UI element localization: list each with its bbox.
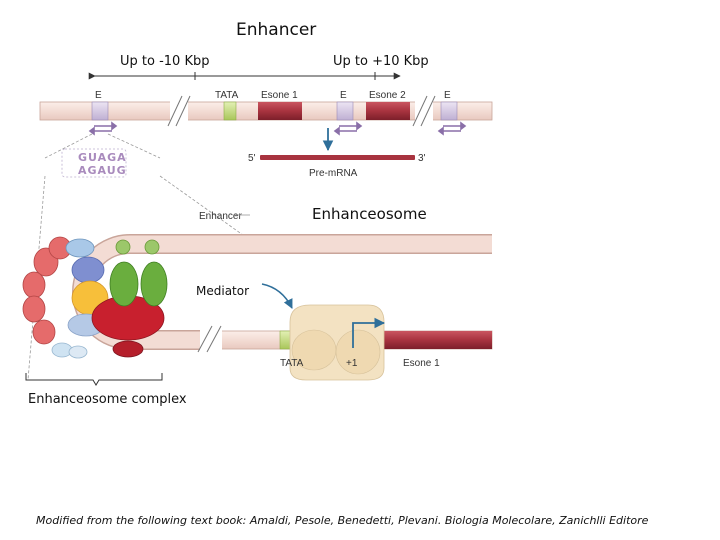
mediator-complex <box>289 304 385 381</box>
diagram-title: Enhancer <box>236 20 317 40</box>
label-e3: E <box>444 90 451 101</box>
label-esone2: Esone 2 <box>369 90 406 101</box>
label-e2: E <box>340 90 347 101</box>
sequence-bottom: AGAUG <box>78 164 127 177</box>
label-plus-one: +1 <box>346 358 358 369</box>
label-5prime: 5' <box>248 153 256 164</box>
pre-mrna <box>260 155 415 160</box>
bidirectional-arrow-icon <box>88 121 467 136</box>
complex-bracket <box>25 373 163 386</box>
source-credit: Modified from the following text book: A… <box>36 514 649 527</box>
label-esone1-top: Esone 1 <box>261 90 298 101</box>
label-esone1-bottom: Esone 1 <box>403 358 440 369</box>
enhanceosome-complex <box>22 236 168 359</box>
label-tata-top: TATA <box>215 90 239 101</box>
exon-1-bottom <box>354 331 492 349</box>
dna-strand-top <box>39 95 493 127</box>
label-enhancer: Enhancer <box>199 211 242 222</box>
enhancer-box-3 <box>440 101 458 121</box>
range-right-label: Up to +10 Kbp <box>333 54 429 69</box>
mediator-arrow <box>261 283 293 309</box>
label-3prime: 3' <box>418 153 426 164</box>
enhancer-box-2 <box>336 101 354 121</box>
label-e1: E <box>95 90 102 101</box>
enhanceosome-label: Enhanceosome <box>312 205 427 223</box>
exon-1-top <box>258 102 302 120</box>
mediator-label: Mediator <box>196 284 250 298</box>
transcription-start-arrow <box>352 317 386 348</box>
label-pre-mrna: Pre-mRNA <box>309 168 358 179</box>
label-tata-bottom: TATA <box>280 358 304 369</box>
range-left-label: Up to -10 Kbp <box>120 54 210 69</box>
tata-box-top <box>223 101 237 121</box>
sequence-top: GUAGA <box>78 151 127 164</box>
enhanceosome-complex-label: Enhanceosome complex <box>28 392 187 407</box>
exon-2-top <box>366 102 410 120</box>
range-arrow <box>88 72 401 80</box>
enhancer-box-1 <box>91 101 109 121</box>
